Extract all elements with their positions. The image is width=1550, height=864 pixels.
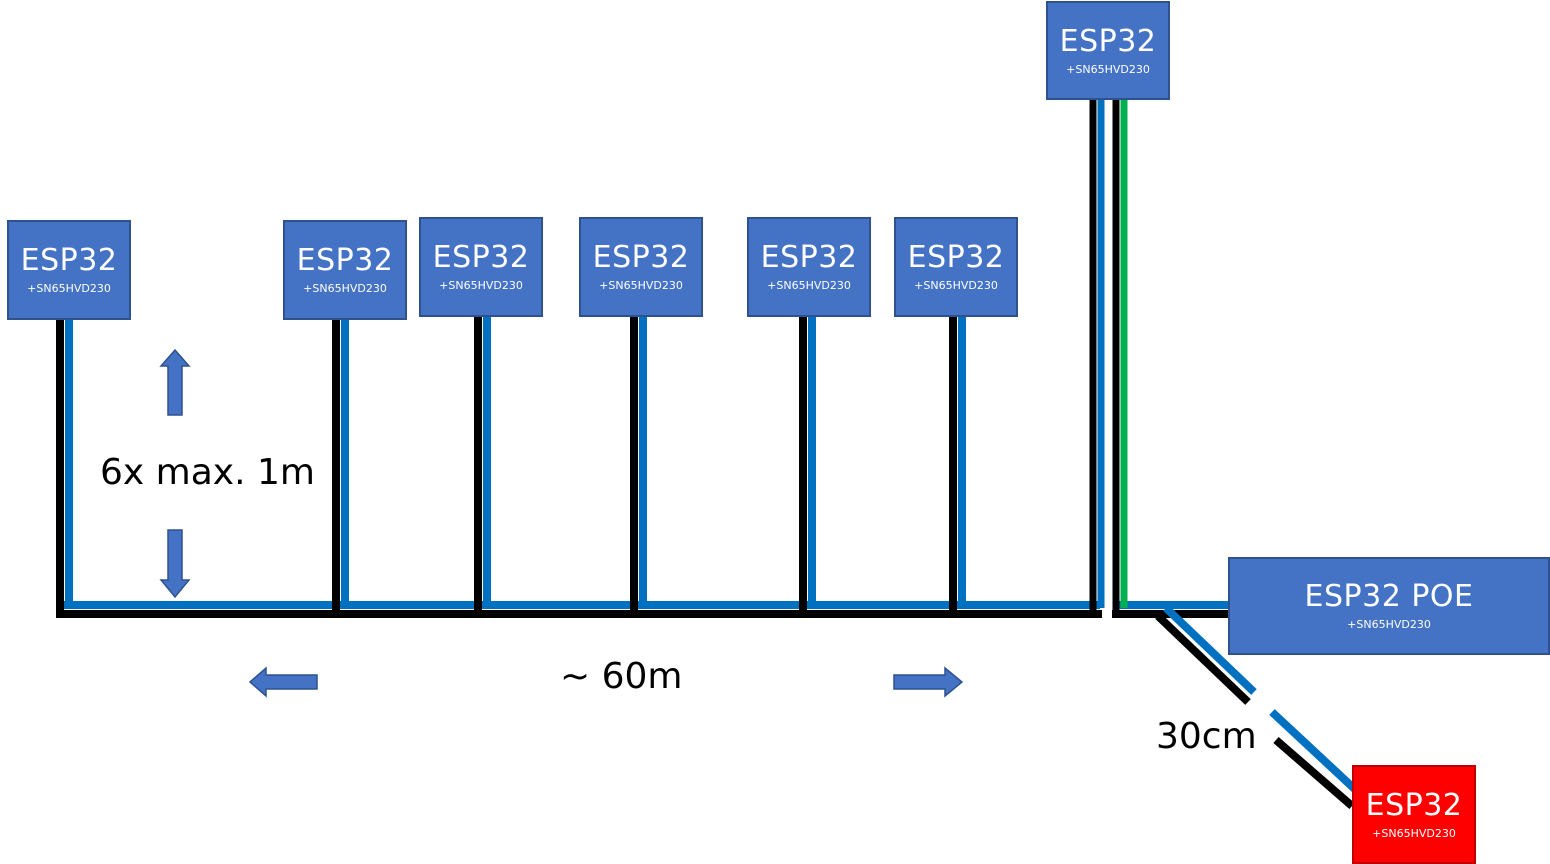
esp32-node-1: ESP32 +SN65HVD230 bbox=[7, 220, 131, 320]
branch-black-upper bbox=[1155, 613, 1251, 705]
esp32-red-node: ESP32 +SN65HVD230 bbox=[1352, 765, 1476, 864]
esp32-node-6: ESP32 +SN65HVD230 bbox=[894, 217, 1018, 317]
branch-black-lower bbox=[1273, 736, 1355, 810]
branch-blue-lower bbox=[1269, 709, 1363, 797]
bus-length-label: ~ 60m bbox=[560, 656, 683, 697]
node-subtitle: +SN65HVD230 bbox=[439, 279, 523, 292]
arrow-up-icon bbox=[159, 348, 191, 416]
esp32-node-2: ESP32 +SN65HVD230 bbox=[283, 220, 407, 320]
arrow-down-icon bbox=[159, 529, 191, 599]
esp32-poe-node: ESP32 POE +SN65HVD230 bbox=[1228, 557, 1550, 655]
node-title: ESP32 bbox=[760, 240, 858, 275]
poe-node-title: ESP32 POE bbox=[1304, 579, 1474, 614]
node-subtitle: +SN65HVD230 bbox=[767, 279, 851, 292]
stub-length-label: 6x max. 1m bbox=[100, 452, 315, 493]
node-title: ESP32 bbox=[907, 240, 1005, 275]
node-subtitle: +SN65HVD230 bbox=[599, 279, 683, 292]
node-subtitle: +SN65HVD230 bbox=[27, 282, 111, 295]
node-title: ESP32 bbox=[1059, 23, 1157, 59]
node-title: ESP32 bbox=[20, 243, 118, 278]
red-node-subtitle: +SN65HVD230 bbox=[1372, 826, 1456, 840]
esp32-node-5: ESP32 +SN65HVD230 bbox=[747, 217, 871, 317]
node-title: ESP32 bbox=[432, 240, 530, 275]
arrow-left-icon bbox=[248, 666, 318, 698]
node-title: ESP32 bbox=[296, 243, 394, 278]
branch-blue-upper bbox=[1163, 605, 1257, 695]
node-subtitle: +SN65HVD230 bbox=[914, 279, 998, 292]
node-title: ESP32 bbox=[592, 240, 690, 275]
arrow-right-icon bbox=[893, 666, 964, 698]
esp32-node-3: ESP32 +SN65HVD230 bbox=[419, 217, 543, 317]
esp32-node-4: ESP32 +SN65HVD230 bbox=[579, 217, 703, 317]
esp32-node-7: ESP32 +SN65HVD230 bbox=[1046, 1, 1170, 100]
node-subtitle: +SN65HVD230 bbox=[303, 282, 387, 295]
poe-node-subtitle: +SN65HVD230 bbox=[1347, 618, 1431, 631]
branch-length-label: 30cm bbox=[1156, 716, 1257, 757]
node-subtitle: +SN65HVD230 bbox=[1066, 62, 1150, 76]
red-node-title: ESP32 bbox=[1365, 787, 1463, 823]
